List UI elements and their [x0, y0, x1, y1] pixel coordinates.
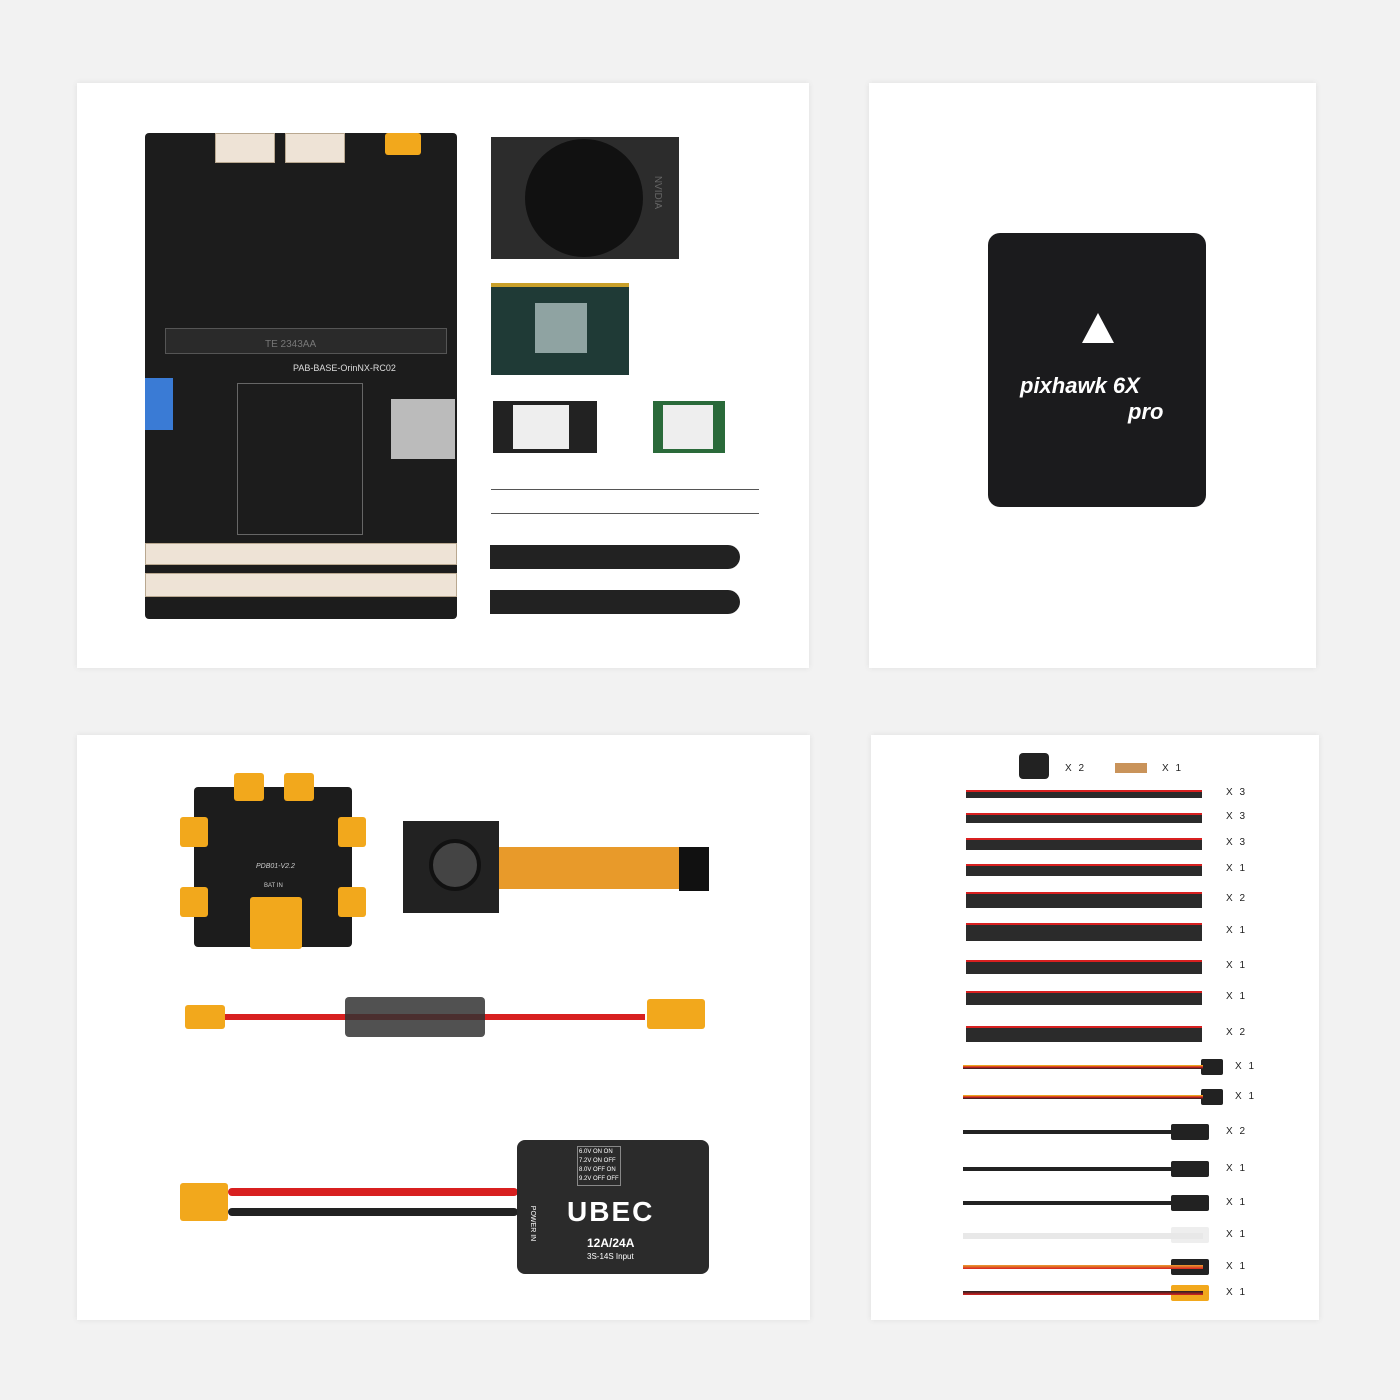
- connector-case: [1019, 753, 1049, 779]
- cable-ribbon: [966, 991, 1202, 1005]
- flex-connector: [679, 847, 709, 891]
- qty-label: X 2: [1226, 893, 1248, 904]
- qty-label: X 1: [1226, 960, 1248, 971]
- cable-ribbon: [966, 813, 1202, 823]
- cable-ribbon: [966, 838, 1202, 850]
- qty-label: X 1: [1226, 1163, 1248, 1174]
- antenna-cable: [491, 513, 759, 514]
- cable-servo-servo: [963, 1265, 1203, 1269]
- cable-ribbon: [966, 892, 1202, 908]
- qty-label: X 1: [1226, 1197, 1248, 1208]
- qty-label: X 1: [1162, 763, 1184, 774]
- te-label: TE 2343AA: [265, 339, 317, 350]
- orin-nx-module: [491, 283, 629, 375]
- cable-ribbon: [966, 960, 1202, 974]
- panel-power-and-camera: PDB01-V2.2 BAT IN UBEC 12A/24A 3S-14S In…: [77, 735, 810, 1320]
- carrier-board: TE 2343AA PAB-BASE-OrinNX-RC02: [145, 133, 457, 619]
- cable-ribbon: [966, 864, 1202, 876]
- qty-label: X 3: [1226, 787, 1248, 798]
- qty-label: X 2: [1065, 763, 1087, 774]
- panel-companion-computer-kit: TE 2343AA PAB-BASE-OrinNX-RC02 NVIDIA: [77, 83, 809, 668]
- cable-xt30-dc: [963, 1201, 1203, 1205]
- cable-xt30-xt30: [963, 1291, 1203, 1295]
- antenna: [490, 545, 740, 569]
- cable-connector: [1201, 1059, 1223, 1075]
- xt60-connector: [180, 1183, 228, 1221]
- power-distribution-board: PDB01-V2.2 BAT IN: [180, 773, 366, 949]
- cable-servo: [963, 1095, 1203, 1099]
- pixhawk-flight-controller: pixhawk 6X pro: [988, 233, 1206, 507]
- cable-connector: [1201, 1089, 1223, 1105]
- wifi-module: [653, 401, 725, 453]
- cable-ribbon: [966, 790, 1202, 798]
- qty-label: X 3: [1226, 837, 1248, 848]
- qty-label: X 1: [1226, 925, 1248, 936]
- power-module: [185, 997, 705, 1057]
- camera-module: [403, 821, 499, 913]
- fan-brand: NVIDIA: [652, 175, 664, 210]
- board-label: PAB-BASE-OrinNX-RC02: [293, 363, 396, 373]
- qty-label: X 1: [1226, 1261, 1248, 1272]
- cable-ribbon: [966, 923, 1202, 941]
- panel-cables: X 2 X 1 X 3 X 3 X 3 X 1 X 2 X 1 X 1 X 1 X 2 X 1 X …: [871, 735, 1319, 1320]
- pixhawk-logo: pixhawk 6X pro: [1020, 373, 1164, 424]
- cable-usb-c: [963, 1233, 1203, 1239]
- qty-label: X 1: [1235, 1061, 1257, 1072]
- cable-servo: [963, 1065, 1203, 1069]
- antenna-cable: [491, 489, 759, 490]
- arrow-icon: [1082, 313, 1114, 343]
- cable-rj45: [963, 1167, 1203, 1171]
- qty-label: X 1: [1235, 1091, 1257, 1102]
- cable-ribbon: [966, 1026, 1202, 1042]
- qty-label: X 2: [1226, 1126, 1248, 1137]
- panel-flight-controller: pixhawk 6X pro: [869, 83, 1316, 668]
- qty-label: X 1: [1226, 1287, 1248, 1298]
- qty-label: X 2: [1226, 1027, 1248, 1038]
- ssd-module: [493, 401, 597, 453]
- camera-flex-cable: [499, 847, 679, 889]
- antenna: [490, 590, 740, 614]
- cooling-fan: NVIDIA: [491, 137, 679, 259]
- header-strip: [1115, 763, 1147, 773]
- qty-label: X 1: [1226, 863, 1248, 874]
- qty-label: X 1: [1226, 991, 1248, 1002]
- ubec: UBEC 12A/24A 3S-14S Input POWER IN 6.0V …: [517, 1140, 709, 1274]
- qty-label: X 1: [1226, 1229, 1248, 1240]
- cable-usb-a: [963, 1130, 1203, 1134]
- qty-label: X 3: [1226, 811, 1248, 822]
